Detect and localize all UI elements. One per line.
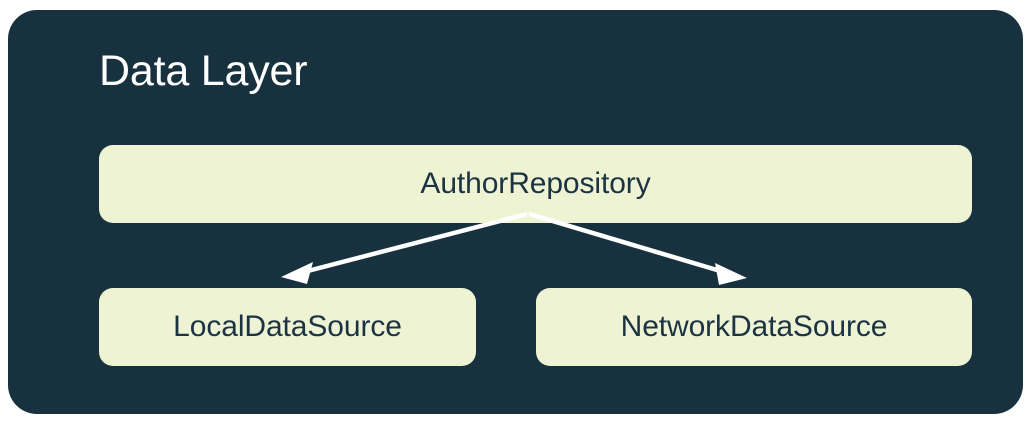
node-author-repository[interactable]: AuthorRepository [99,145,972,223]
node-author-repository-label: AuthorRepository [420,167,651,200]
node-local-data-source-label: LocalDataSource [173,310,402,343]
data-layer-container: Data Layer AuthorRepository LocalDataSou… [8,10,1023,414]
node-network-data-source-label: NetworkDataSource [620,310,888,343]
node-local-data-source[interactable]: LocalDataSource [99,288,476,366]
node-network-data-source[interactable]: NetworkDataSource [536,288,972,366]
layer-title: Data Layer [99,47,308,95]
